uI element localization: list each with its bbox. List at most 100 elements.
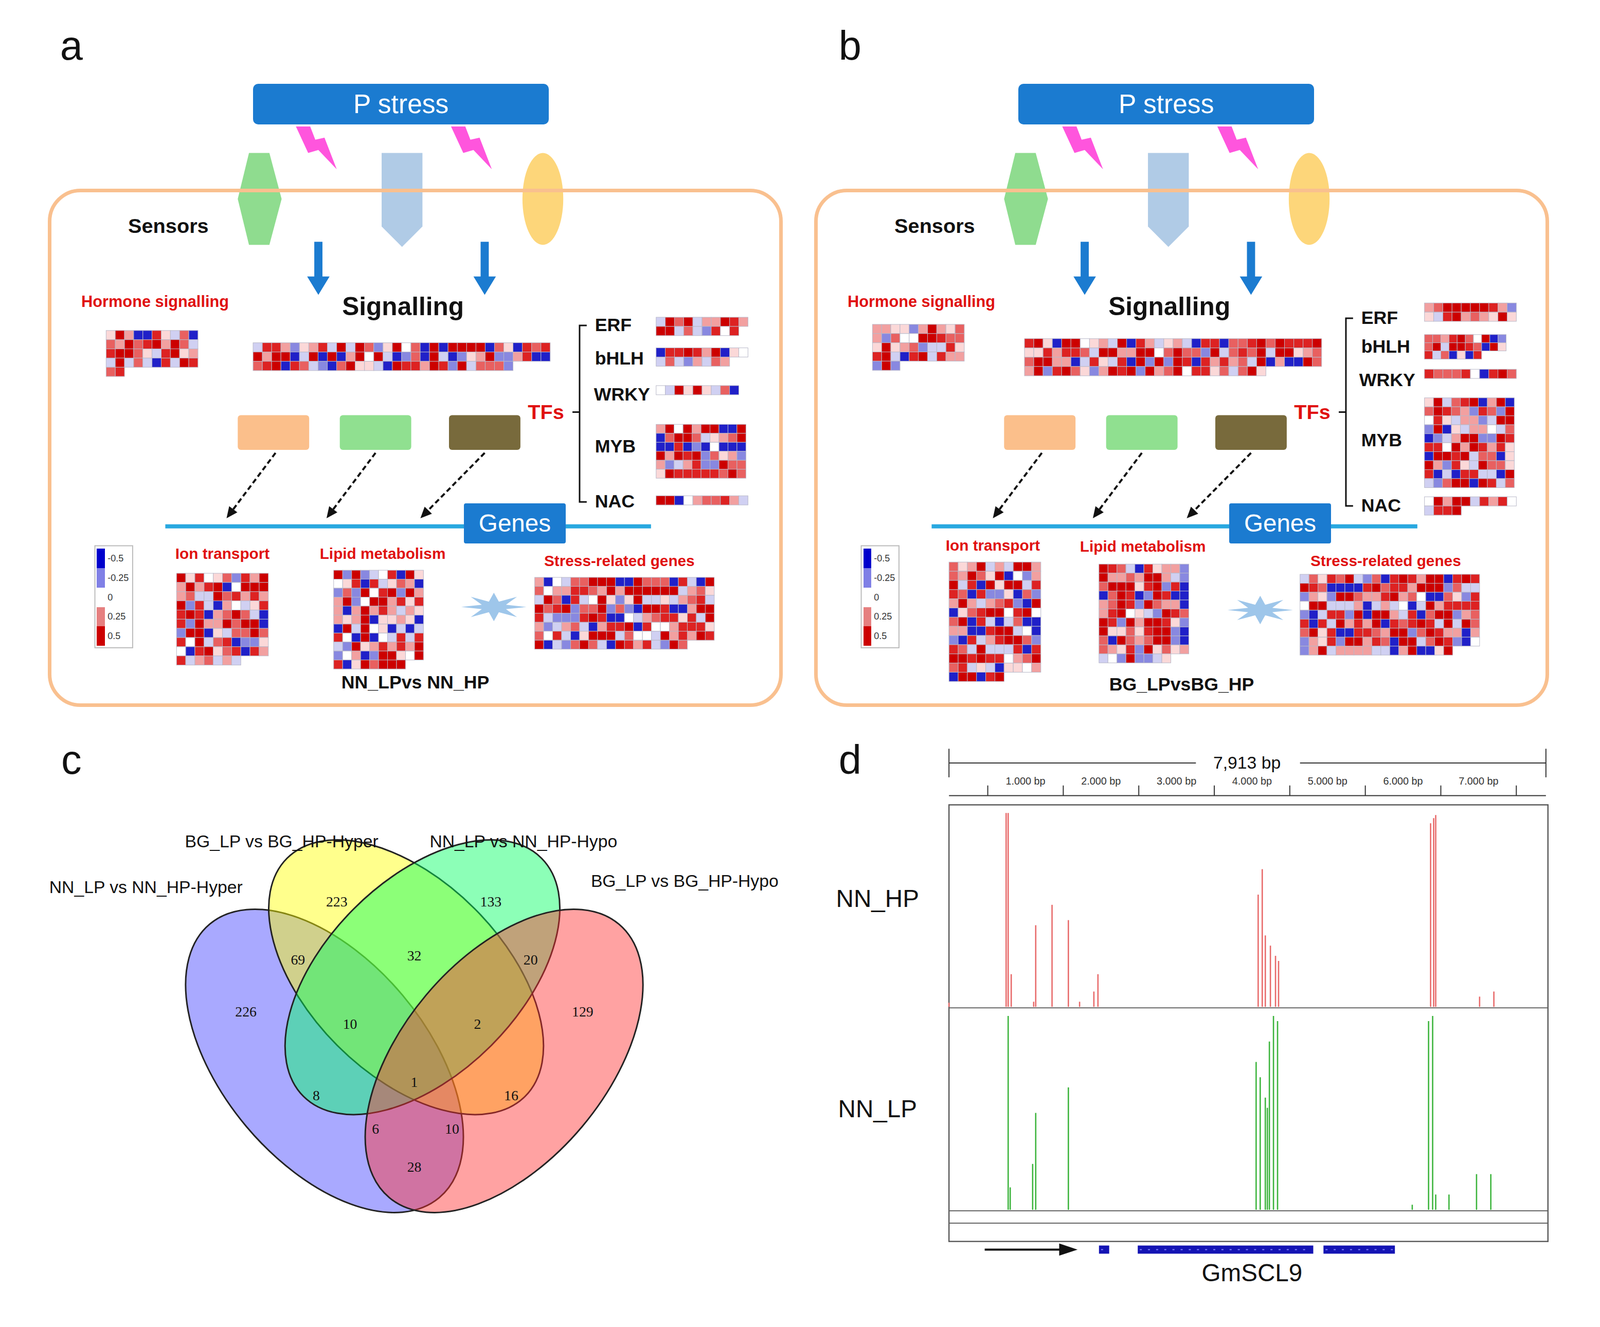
heatmap-cell: [669, 577, 679, 587]
heatmap-cell: [405, 642, 415, 652]
heatmap-cell: [1022, 562, 1032, 572]
pathway-label: TFs: [1293, 400, 1331, 424]
heatmap-cell: [194, 609, 205, 620]
heatmap-cell: [665, 356, 675, 367]
heatmap-cell: [231, 591, 241, 602]
heatmap-cell: [369, 624, 379, 634]
heatmap-cell: [124, 357, 134, 368]
heatmap-cell: [1424, 302, 1434, 313]
heatmap-cell: [1505, 406, 1515, 416]
heatmap-cell: [1326, 619, 1336, 628]
heatmap-cell: [360, 624, 370, 634]
heatmap-cell: [1117, 357, 1127, 367]
sensor-pentagon: [381, 153, 423, 248]
heatmap-cell: [176, 619, 186, 629]
heatmap-cell: [1043, 348, 1053, 358]
heatmap-cell: [1117, 366, 1127, 376]
heatmap: [656, 317, 749, 336]
heatmap-cell: [561, 595, 571, 605]
axis-tick: [1440, 785, 1442, 797]
heatmap-cell: [1237, 357, 1248, 367]
heatmap-cell: [1219, 357, 1229, 367]
heatmap-cell: [1210, 357, 1220, 367]
coverage-bar: [1493, 992, 1495, 1008]
heatmap-cell: [1013, 635, 1023, 645]
heatmap-cell: [360, 570, 370, 580]
heatmap-cell: [351, 588, 361, 598]
heatmap-cell: [1143, 608, 1153, 618]
count-number-holder: 223: [326, 894, 348, 910]
scale-line: [948, 762, 1196, 764]
heatmap-cell: [185, 609, 195, 620]
heatmap-cell: [1496, 416, 1505, 425]
heatmap-cell: [692, 495, 703, 506]
heatmap-cell: [142, 339, 153, 350]
heatmap-cell: [615, 604, 625, 614]
heatmap-cell: [1353, 628, 1363, 638]
heatmap-cell: [1161, 573, 1171, 583]
heatmap-cell: [927, 343, 938, 353]
heatmap-cell: [1478, 416, 1488, 425]
heatmap-cell: [669, 631, 679, 641]
heatmap-cell: [967, 589, 977, 600]
count-number-holder: 6: [371, 1122, 380, 1137]
heatmap-cell: [720, 326, 730, 336]
heatmap: [1424, 398, 1515, 489]
starburst: [1227, 596, 1293, 625]
heatmap-cell: [958, 663, 968, 673]
heatmap-cell: [392, 343, 402, 353]
heatmap-cell: [692, 442, 701, 452]
heatmap-cell: [1442, 312, 1452, 322]
heatmap-cell: [692, 424, 701, 434]
pathway-label: TFs: [527, 400, 565, 424]
heatmap-cell: [1107, 366, 1118, 376]
heatmap-cell: [976, 644, 986, 655]
heatmap-cell: [1505, 434, 1515, 443]
heatmap-cell: [1460, 452, 1470, 461]
heatmap-cell: [994, 644, 1004, 655]
tf-box: [1106, 415, 1178, 451]
heatmap-cell: [936, 333, 946, 344]
heatmap-cell: [522, 352, 532, 362]
heatmap-cell: [958, 617, 968, 627]
heatmap-cell: [387, 588, 397, 598]
heatmap-cell: [249, 628, 260, 638]
heatmap: [1099, 564, 1190, 663]
heatmap-cell: [682, 442, 692, 452]
heatmap-cell: [702, 356, 712, 367]
heatmap-cell: [170, 349, 180, 359]
heatmap-cell: [1451, 398, 1461, 407]
legend-entry: 0: [96, 587, 132, 608]
heatmap-cell: [1425, 592, 1435, 602]
heatmap-cell: [1424, 416, 1434, 425]
heatmap-cell: [1407, 637, 1417, 646]
pathway-label: Sensors: [128, 214, 209, 238]
heatmap-cell: [711, 326, 721, 336]
heatmap-cell: [1031, 644, 1041, 655]
heatmap-cell: [414, 624, 424, 634]
heatmap-cell: [1460, 478, 1470, 488]
heatmap-cell: [872, 351, 882, 362]
heatmap-cell: [948, 654, 959, 664]
heatmap-cell: [231, 637, 241, 647]
heatmap-cell: [678, 577, 688, 587]
pathway-label: Lipid metabolism: [319, 545, 446, 563]
heatmap-cell: [665, 317, 675, 327]
pathway-label-holder: WRKY: [594, 385, 651, 405]
heatmap-cell: [1362, 583, 1372, 592]
heatmap-cell: [702, 326, 712, 336]
heatmap-cell: [1469, 398, 1479, 407]
heatmap-cell: [115, 339, 125, 350]
heatmap-cell: [1219, 338, 1229, 349]
heatmap-cell: [727, 469, 737, 479]
heatmap-cell: [682, 433, 692, 443]
heatmap-cell: [259, 573, 269, 583]
heatmap-cell: [597, 595, 607, 605]
heatmap-cell: [1161, 626, 1171, 636]
heatmap-cell: [351, 597, 361, 606]
heatmap-cell: [185, 619, 195, 629]
heatmap-cell: [494, 352, 504, 362]
pathway-label: Hormone signalling: [81, 292, 229, 311]
heatmap-cell: [360, 606, 370, 616]
